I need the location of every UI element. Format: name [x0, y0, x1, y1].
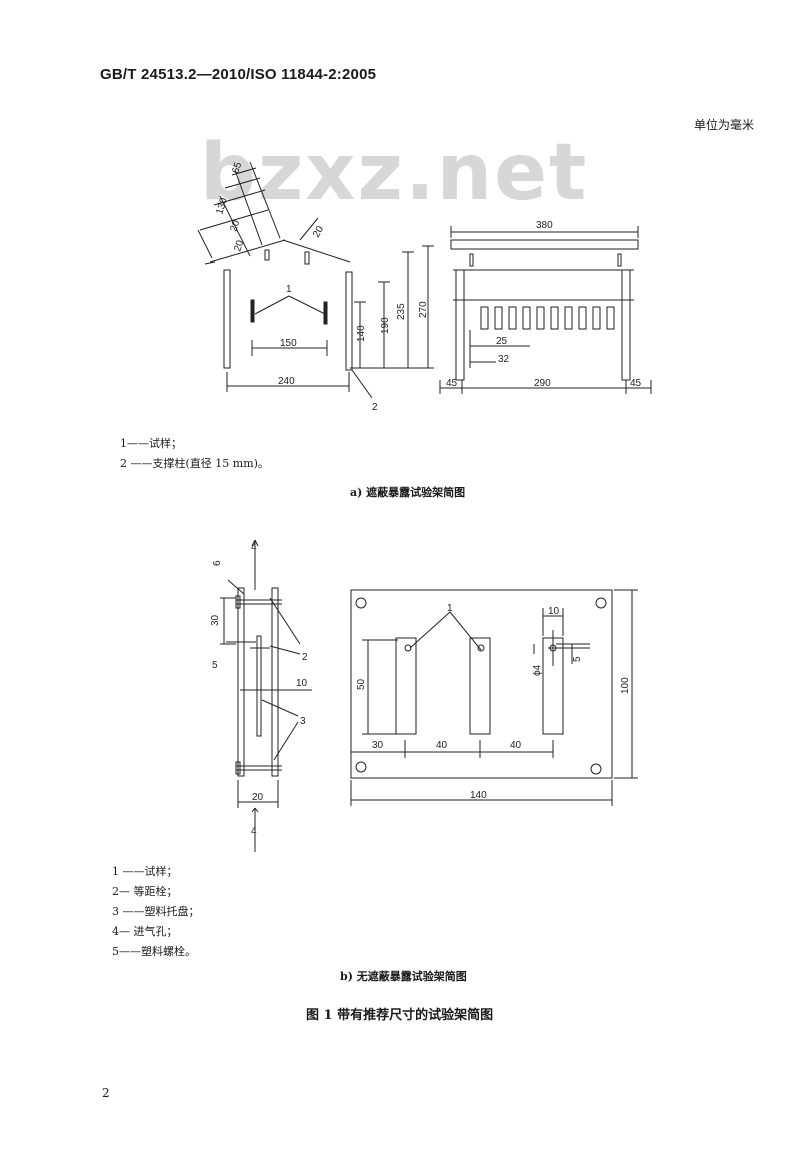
- dim-50: 50: [356, 678, 367, 690]
- dim-40-b: 40: [510, 740, 522, 751]
- dim-235: 235: [396, 303, 407, 320]
- dim-phi4: ϕ4: [532, 664, 543, 676]
- dim-20-a: 20: [228, 219, 242, 233]
- dim-240: 240: [278, 376, 295, 387]
- label-3-tray: 3: [300, 716, 306, 727]
- figure-b-drawing: 4 6 30 5 2 10 3 20 4 1 10 ϕ4 5 50 30 40 …: [210, 539, 638, 852]
- dim-190: 190: [380, 317, 391, 334]
- figure-a-drawing: 65 130 20 20 20 380 150 240 140 190 235 …: [197, 161, 652, 413]
- page-number: 2: [102, 1086, 110, 1100]
- dim-45-right: 45: [630, 378, 642, 389]
- dim-30-side: 30: [210, 614, 221, 626]
- label-4-inlet-bottom: 4: [251, 826, 257, 837]
- figure-a-legend: 1——试样； 2 ——支撑柱(直径 15 mm)。: [120, 434, 269, 474]
- label-2-post: 2: [372, 402, 378, 413]
- legend-item: 2 ——支撑柱(直径 15 mm)。: [120, 457, 269, 470]
- dim-40-a: 40: [436, 740, 448, 751]
- dim-20-c: 20: [311, 224, 326, 240]
- dim-65: 65: [230, 161, 244, 175]
- label-2-spacer: 2: [302, 652, 308, 663]
- legend-item: 3 ——塑料托盘；: [112, 905, 200, 918]
- dim-380: 380: [536, 220, 553, 231]
- dim-140-b: 140: [470, 790, 487, 801]
- dim-25: 25: [496, 336, 508, 347]
- figure-b-caption: b) 无遮蔽暴露试验架简图: [340, 970, 467, 983]
- dim-5: 5: [572, 656, 583, 662]
- label-5-bolt: 5: [212, 660, 218, 671]
- dim-10-side: 10: [296, 678, 308, 689]
- figure-b-legend: 1 ——试样； 2— 等距栓； 3 ——塑料托盘； 4— 进气孔； 5——塑料螺…: [112, 862, 200, 962]
- dim-270: 270: [418, 301, 429, 318]
- legend-item: 2— 等距栓；: [112, 885, 178, 898]
- dim-45-left: 45: [446, 378, 458, 389]
- dim-10-top: 10: [548, 606, 560, 617]
- dim-140: 140: [356, 325, 367, 342]
- dim-32: 32: [498, 354, 510, 365]
- figure-title: 图 1 带有推荐尺寸的试验架简图: [306, 1008, 494, 1023]
- legend-item: 5——塑料螺栓。: [112, 945, 196, 958]
- dim-130: 130: [214, 196, 230, 216]
- figure-a-caption: a) 遮蔽暴露试验架简图: [350, 486, 466, 499]
- dim-150: 150: [280, 338, 297, 349]
- label-6: 6: [212, 560, 223, 566]
- label-1-specimen-b: 1: [447, 603, 453, 614]
- legend-item: 4— 进气孔；: [112, 925, 178, 938]
- dim-20-side: 20: [252, 792, 264, 803]
- dim-290: 290: [534, 378, 551, 389]
- dim-100: 100: [620, 677, 631, 694]
- label-1-specimen: 1: [286, 284, 292, 295]
- dim-30: 30: [372, 740, 384, 751]
- watermark: bzxz.net: [200, 128, 589, 218]
- dim-20-b: 20: [232, 239, 246, 253]
- standard-header: GB/T 24513.2—2010/ISO 11844-2:2005: [100, 66, 377, 83]
- legend-item: 1 ——试样；: [112, 865, 178, 878]
- unit-note: 单位为毫米: [694, 118, 755, 132]
- label-4-inlet-top: 4: [251, 542, 257, 553]
- legend-item: 1——试样；: [120, 437, 182, 450]
